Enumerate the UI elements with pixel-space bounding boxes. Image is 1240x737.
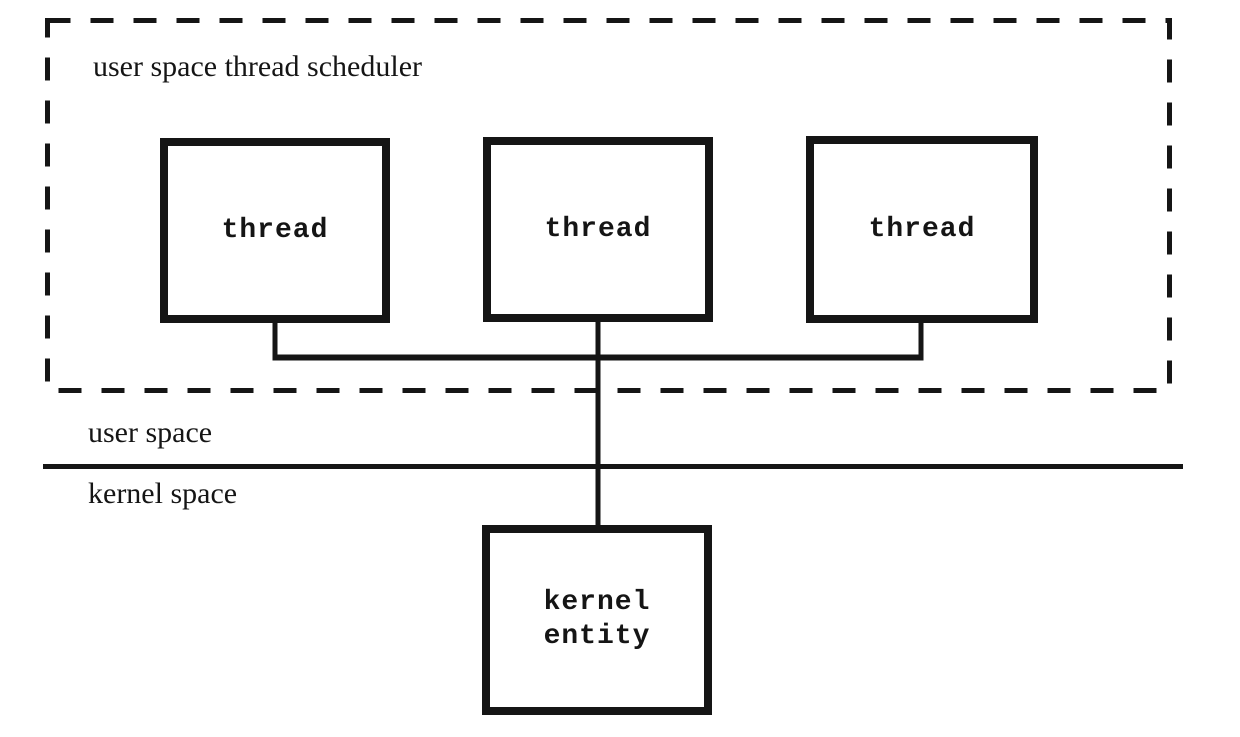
kernel-entity-label-line-2: entity (543, 621, 651, 652)
thread-box-3-label: thread (868, 214, 976, 245)
thread-box-2-label: thread (544, 214, 652, 245)
thread-box-1-label: thread (221, 215, 329, 246)
thread-box-1: thread (160, 138, 390, 323)
scheduler-title: user space thread scheduler (93, 50, 423, 83)
kernel-entity-box: kernel entity (482, 525, 712, 715)
user-space-label: user space (88, 416, 213, 449)
thread-box-3: thread (806, 136, 1038, 323)
scheduler-dashed-boundary (45, 18, 1172, 393)
kernel-space-label: kernel space (88, 477, 238, 510)
thread-box-2: thread (483, 137, 713, 322)
kernel-entity-label-line-1: kernel (543, 587, 651, 618)
